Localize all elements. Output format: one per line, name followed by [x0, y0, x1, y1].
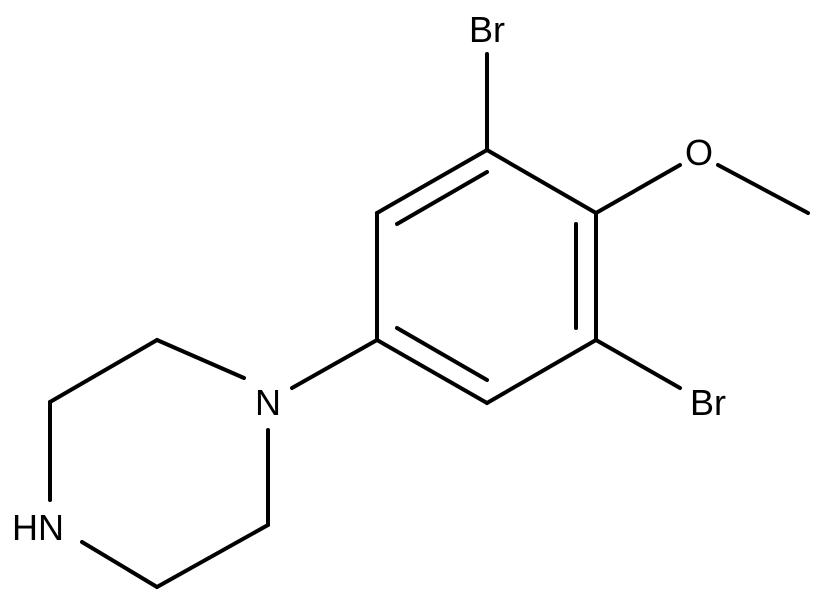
bond-oxygen-methyl	[716, 163, 810, 215]
atom-label-nitrogen-aryl: N	[255, 382, 281, 423]
bond-c5-nitrogen	[290, 338, 379, 390]
bond-c3-br-bottom	[594, 338, 682, 390]
atom-label-nitrogen-h: HN	[12, 507, 64, 548]
bond-c2-oxygen	[594, 163, 682, 215]
ring-bond-c6-c1	[375, 148, 489, 215]
ring-bond-c6-c1-inner	[395, 170, 489, 226]
atom-label-br-bottom: Br	[690, 382, 726, 423]
atom-label-oxygen: O	[685, 132, 713, 173]
ring-bond-c1-c2	[485, 148, 598, 215]
ring-bond-c3-c4	[485, 338, 598, 405]
pip-bond-n1-ca	[155, 338, 246, 380]
pip-bond-ca-cb	[48, 338, 159, 404]
ring-bond-c4-c5-inner	[395, 326, 489, 382]
benzene-ring	[375, 148, 598, 405]
pip-bond-nh-cc	[80, 540, 159, 589]
pip-bond-cc-cd	[155, 523, 270, 589]
atom-label-br-top: Br	[469, 9, 505, 50]
piperazine-ring	[48, 338, 270, 589]
ring-bond-c4-c5	[375, 338, 489, 405]
